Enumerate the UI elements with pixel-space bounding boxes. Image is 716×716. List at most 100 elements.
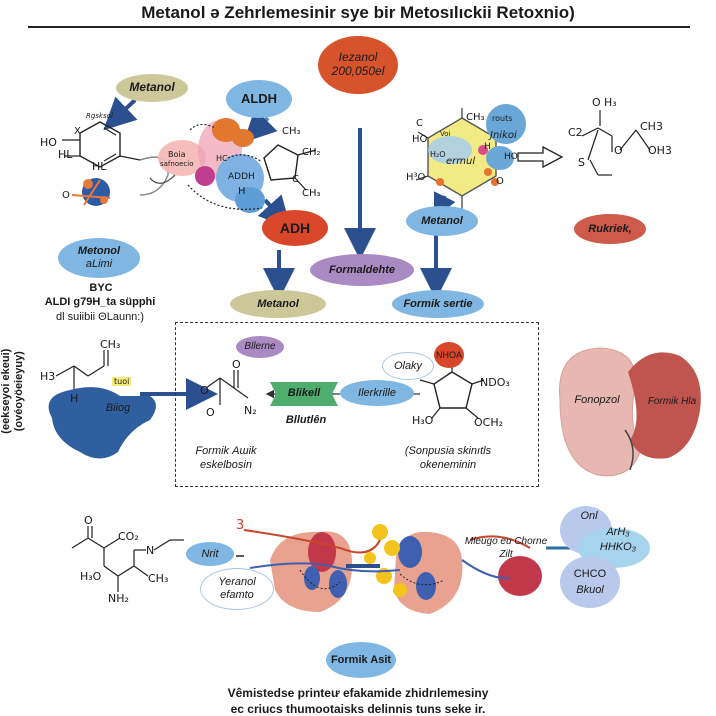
sonpusia: (Sonpusia skinıtls okeneminin: [378, 445, 518, 473]
chem-ring: ermul: [446, 156, 476, 167]
chem-h-small: H: [238, 186, 246, 197]
node-formik-asit: Formik Asit: [326, 642, 396, 678]
side-label: (eekseyoi ekeui) (ovéoyöeieyuy): [0, 326, 26, 456]
footer-line-1: Vêmistedse printeư efakamide zhidrılemes…: [227, 686, 489, 700]
left-text-2: ALDI g79H_ta süpphi: [44, 296, 156, 308]
chem-s: S: [578, 156, 585, 169]
chem-o-mid2: O: [200, 384, 209, 397]
node-nhoa: NHOA: [434, 342, 464, 368]
yeranol-line-1: Yeranol: [218, 576, 256, 589]
node-aldh: ALDH: [226, 80, 292, 118]
chem-ch3-r2: OH3: [648, 144, 672, 157]
node-formik-right: Formik sertie: [392, 290, 484, 318]
sonpusia-line-1: (Sonpusia skinıtls: [404, 445, 492, 457]
chem-o-top: O: [592, 96, 601, 109]
chem-fnikoi: Jnikoi: [490, 130, 517, 141]
chem-num3: 3: [236, 518, 245, 533]
kidney-left-label: Fonopzol: [574, 394, 620, 406]
sonpusia-line-2: okeneminin: [419, 458, 477, 471]
chem-n-mid: N₂: [244, 404, 257, 417]
node-chco: CHCO: [573, 568, 607, 580]
left-text-3: dl suiibii ΘLaunn:): [55, 311, 145, 323]
chem-vol: Voi: [440, 130, 451, 138]
mleugo-line-1: Mleugo eu Chorne: [464, 536, 548, 547]
chem-o-b1: O: [84, 514, 93, 527]
chem-h3o: H₃O: [412, 414, 434, 427]
node-ilerkrile: Ilerkrille: [340, 380, 414, 406]
chem-ch3-a: CH₃: [282, 126, 301, 137]
chem-tuoi: tuoi: [112, 377, 132, 386]
node-adh: ADH: [262, 210, 328, 246]
title-rule: [28, 26, 690, 28]
metanol-left-line-1: Metonol: [77, 245, 121, 258]
arrow-aldh: [243, 108, 278, 143]
formik-alik-line-2: eskelbosin: [200, 458, 252, 471]
chem-h-left: H: [70, 392, 79, 405]
arrow-hollow: [517, 145, 564, 169]
node-rukriek: Rukriek,: [574, 214, 646, 244]
node-metanol-right: Metanol: [406, 206, 478, 236]
node-mleugo: Mleugo eu Chorne Zilt: [458, 536, 554, 561]
node-etanol: Iezanol 200,050el: [318, 36, 398, 94]
node-bkuol: Bkuol: [576, 584, 604, 596]
diagram-title: Metanol ə Zehrlemesinir sye bir Metosılı…: [141, 3, 575, 22]
chem-c2: C2: [568, 126, 583, 139]
etanol-line-2: 200,050el: [331, 64, 385, 78]
chem-x: X: [74, 126, 81, 137]
node-metanol-mid: Metanol: [230, 290, 326, 318]
chem-aldh-core: ADDH: [228, 172, 255, 182]
chem-h3-left: H3: [40, 370, 56, 383]
chem-ho-hex: HO: [412, 134, 428, 145]
node-bllerne: Bllerne: [236, 336, 284, 358]
chem-h-hex2: H: [484, 142, 491, 152]
chem-ch3-b2: CH₃: [148, 572, 169, 585]
yeranol-line-2: efamto: [220, 589, 254, 601]
chem-ch3-left: CH₃: [100, 338, 121, 351]
chem-ch3-b: CH₃: [302, 188, 321, 199]
kidney-right-label: Formik Hla: [647, 396, 697, 407]
chem-o-mid: O: [614, 144, 623, 157]
chem-ndo3: NDO₃: [480, 376, 510, 389]
node-formaldehyde: Formaldehte: [310, 254, 414, 286]
chem-c-hex: C: [416, 118, 423, 129]
formik-alik-line-1: Formik Ашik: [195, 445, 257, 457]
node-biiog: Biiog: [105, 402, 131, 414]
chem-h3o-hex: H³O: [406, 172, 426, 183]
chem-ho3: HO: [504, 152, 518, 162]
chem-o-mid4: O: [206, 406, 215, 419]
node-yeranol: Yeranol efamto: [200, 568, 274, 610]
node-nrit: Nrit: [186, 542, 234, 566]
node-onl: Onl: [580, 510, 598, 522]
node-olaky: Olaky: [382, 352, 434, 380]
chem-safnoecio: safnoecio: [160, 160, 194, 168]
chem-boia: Boia: [168, 150, 186, 159]
left-text-1: BYC: [89, 282, 113, 294]
etanol-line-1: Iezanol: [338, 50, 378, 65]
side-label-line-2: (ovéoyöeieyuy): [13, 351, 25, 432]
chem-nh2-b: NH₂: [108, 592, 129, 605]
footer-line-2: ec criucs thumootaisks delinnis tuns sek…: [230, 702, 486, 716]
mleugo-line-2: Zilt: [499, 548, 513, 560]
pathway-box: [175, 322, 539, 487]
chem-hc: HC: [216, 154, 228, 163]
node-bllutien: Bllutlên: [285, 414, 327, 426]
chem-o-hex: O: [496, 176, 504, 187]
node-blikell: Blikell: [287, 387, 321, 399]
chem-routs: routs: [492, 114, 513, 123]
chem-ho2-hex: H₂O: [430, 150, 446, 159]
chem-n-b: N: [146, 544, 155, 557]
formik-alik: Formik Ашik eskelbosin: [180, 445, 272, 473]
chem-h3o-b: H₃O: [80, 570, 102, 583]
chem-rgsksol: Rgsksol: [86, 112, 113, 120]
metanol-left-line-2: aLimi: [85, 258, 113, 270]
side-label-line-1: (eekseyoi ekeui): [0, 348, 12, 434]
chem-och2: OCH₂: [474, 416, 504, 429]
node-metanol-top: Metanol: [116, 74, 188, 102]
chem-hl2: HL: [92, 160, 107, 173]
chem-ch-c: CH₂: [302, 147, 321, 158]
chem-o-mid3: O: [232, 358, 241, 371]
chem-ch3-hex: CH₃: [466, 112, 485, 123]
arrow-metanol-top: [103, 96, 138, 131]
node-hhko: HHKO₃: [599, 541, 637, 553]
